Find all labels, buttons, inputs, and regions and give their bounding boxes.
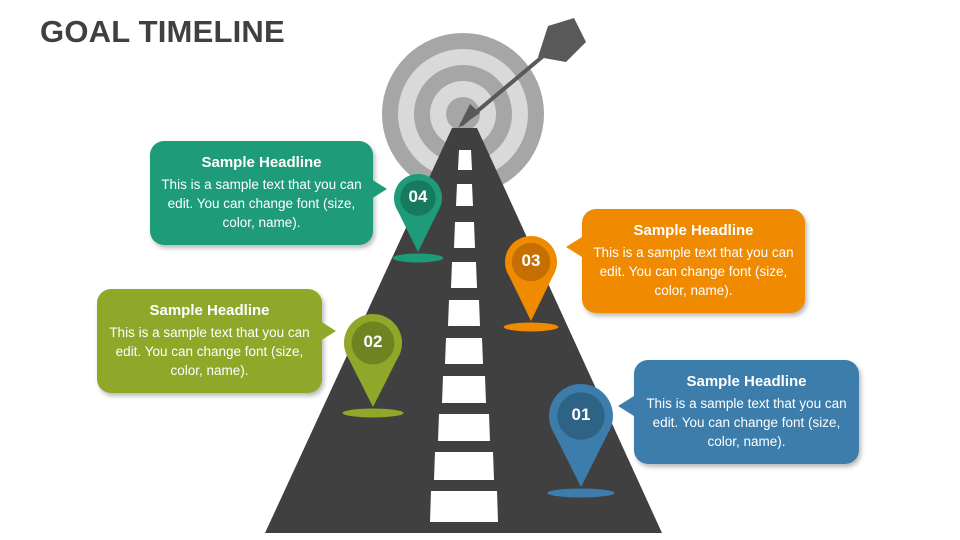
milestone-pins	[342, 174, 615, 498]
pin-body	[348, 357, 398, 407]
milestone-body: This is a sample text that you can edit.…	[161, 177, 362, 230]
milestone-body: This is a sample text that you can edit.…	[109, 325, 310, 378]
callout-tail	[371, 179, 387, 199]
pin-body	[508, 275, 554, 321]
milestone-number-01: 01	[571, 405, 591, 424]
pin-head-inner	[400, 180, 436, 216]
pin-base	[547, 488, 615, 498]
callout-tail	[320, 321, 336, 341]
page-title: GOAL TIMELINE	[40, 14, 285, 49]
road-dash	[430, 491, 498, 522]
road-dash	[456, 184, 473, 206]
pin-body	[553, 432, 609, 487]
milestone-callout-02: Sample Headline This is a sample text th…	[97, 289, 336, 393]
milestone-body: This is a sample text that you can edit.…	[646, 396, 847, 449]
dart-tip	[458, 104, 480, 128]
road-dash	[458, 150, 472, 170]
milestone-body: This is a sample text that you can edit.…	[593, 245, 794, 298]
pin-base	[392, 253, 444, 263]
milestone-number-04: 04	[408, 187, 428, 206]
milestone-number-03: 03	[521, 251, 541, 270]
road-dash	[442, 376, 486, 403]
pin-base	[342, 408, 404, 418]
pin-body	[397, 210, 439, 252]
dart-icon	[458, 18, 586, 128]
map-pin-icon	[392, 174, 444, 263]
milestone-headline: Sample Headline	[149, 302, 270, 319]
pin-base	[503, 322, 559, 332]
road-dash	[454, 222, 475, 248]
dart-flight	[538, 18, 586, 62]
road-dashes	[430, 150, 498, 522]
target-icon	[382, 33, 544, 195]
road-dash	[451, 262, 477, 288]
pin-head-inner	[511, 242, 551, 282]
milestone-callout-01: Sample Headline This is a sample text th…	[618, 360, 859, 464]
milestone-number-02: 02	[363, 332, 383, 351]
milestone-headline: Sample Headline	[201, 154, 322, 171]
pin-head-inner	[557, 392, 605, 440]
callout-tail	[566, 237, 582, 257]
milestone-headline: Sample Headline	[633, 222, 754, 239]
map-pin-icon	[342, 314, 404, 418]
map-pin-icon	[503, 236, 559, 332]
road-dash	[434, 452, 494, 480]
road-dash	[445, 338, 483, 364]
road-dash	[448, 300, 480, 326]
milestone-callout-03: Sample Headline This is a sample text th…	[566, 209, 805, 313]
road-dash	[438, 414, 490, 441]
milestone-callout-04: Sample Headline This is a sample text th…	[150, 141, 387, 245]
milestone-headline: Sample Headline	[686, 373, 807, 390]
callout-tail	[618, 396, 634, 416]
map-pin-icon	[547, 384, 615, 498]
pin-head-inner	[351, 321, 395, 365]
